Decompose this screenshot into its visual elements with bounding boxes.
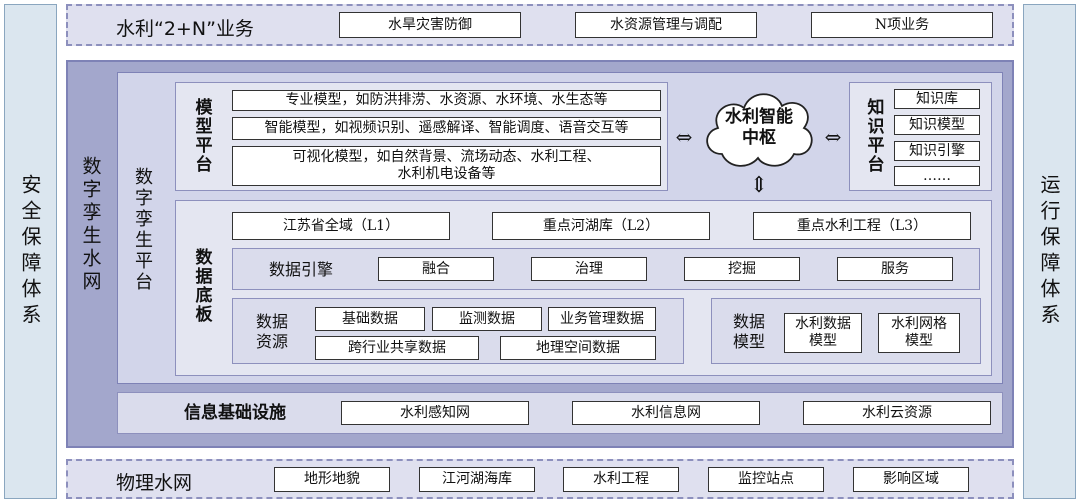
left-column-security-system: 安全保障体系 [4,4,57,499]
knowledge-item: …… [894,166,980,186]
level-l2: 重点河湖库（L2） [492,212,710,240]
data-engine-label: 数据引擎 [268,260,333,279]
data-resources-label: 数据 资源 [240,310,304,354]
knowledge-item: 知识库 [894,89,980,109]
knowledge-platform-label: 知识平台 [863,98,884,174]
resource-item: 地理空间数据 [500,336,656,360]
double-arrow-left-icon: ⇔ [675,124,693,149]
top-band-business: 水利“2+N”业务 水旱灾害防御 水资源管理与调配 N项业务 [66,4,1014,46]
cloud-icon [706,93,813,167]
data-base-label: 数据底板 [191,248,212,324]
level-l3: 重点水利工程（L3） [753,212,971,240]
water-data-model: 水利数据 模型 [784,313,862,353]
left-column-label: 安全保障体系 [18,173,42,330]
level-l1: 江苏省全域（L1） [232,212,450,240]
water-grid-model-line2: 模型 [905,333,933,349]
data-models-label: 数据 模型 [718,310,780,354]
engine-item: 服务 [837,257,953,281]
water-data-model-line2: 模型 [809,333,837,349]
infrastructure-item: 水利信息网 [572,401,760,425]
digital-twin-water-network-label: 数字孪生水网 [79,156,102,294]
top-band-title: 水利“2+N”业务 [116,18,254,40]
info-infrastructure-title: 信息基础设施 [184,403,286,424]
physical-item: 江河湖海库 [419,467,535,492]
resource-item: 监测数据 [432,307,542,331]
engine-item: 融合 [378,257,494,281]
bottom-band-physical-water-network: 物理水网 地形地貌 江河湖海库 水利工程 监控站点 影响区域 [66,459,1014,499]
digital-twin-platform-label: 数字孪生平台 [132,167,153,293]
water-data-model-line1: 水利数据 [795,316,851,333]
business-item: 水旱灾害防御 [339,12,521,38]
business-item: N项业务 [811,12,993,38]
physical-item: 地形地貌 [274,467,390,492]
model-row-intelligent: 智能模型，如视频识别、遥感解译、智能调度、语音交互等 [232,117,661,140]
double-arrow-right-icon: ⇔ [824,124,842,149]
resource-item: 基础数据 [315,307,425,331]
resource-item: 业务管理数据 [548,307,656,331]
knowledge-item: 知识模型 [894,115,980,135]
model-row-visualization-line1: 可视化模型，如自然背景、流场动态、水利工程、 [292,149,601,166]
physical-item: 影响区域 [853,467,969,492]
hub-label-line2: 中枢 [742,128,776,148]
water-grid-model: 水利网格 模型 [878,313,960,353]
knowledge-item: 知识引擎 [894,141,980,161]
resource-item: 跨行业共享数据 [315,336,479,360]
physical-item: 监控站点 [708,467,824,492]
data-models-label-line2: 模型 [732,332,765,351]
physical-item: 水利工程 [563,467,679,492]
infrastructure-item: 水利云资源 [803,401,991,425]
model-row-visualization-line2: 水利机电设备等 [397,166,496,182]
hub-label: 水利智能 中枢 [712,102,806,154]
data-resources-label-line1: 数据 [255,312,288,331]
bottom-band-title: 物理水网 [116,472,193,494]
model-row-visualization: 可视化模型，如自然背景、流场动态、水利工程、 水利机电设备等 [232,146,661,186]
model-row-professional: 专业模型，如防洪排涝、水资源、水环境、水生态等 [232,90,661,111]
engine-item: 挖掘 [684,257,800,281]
infrastructure-item: 水利感知网 [341,401,529,425]
model-platform-label: 模型平台 [191,98,212,174]
water-grid-model-line1: 水利网格 [891,316,947,333]
hub-label-line1: 水利智能 [725,106,793,127]
engine-item: 治理 [531,257,647,281]
business-item: 水资源管理与调配 [575,12,757,38]
right-column-label: 运行保障体系 [1037,173,1061,330]
right-column-operation-system: 运行保障体系 [1023,4,1076,499]
double-arrow-down-icon: ⇕ [749,173,769,199]
data-models-label-line1: 数据 [732,312,765,331]
data-resources-label-line2: 资源 [255,332,288,351]
